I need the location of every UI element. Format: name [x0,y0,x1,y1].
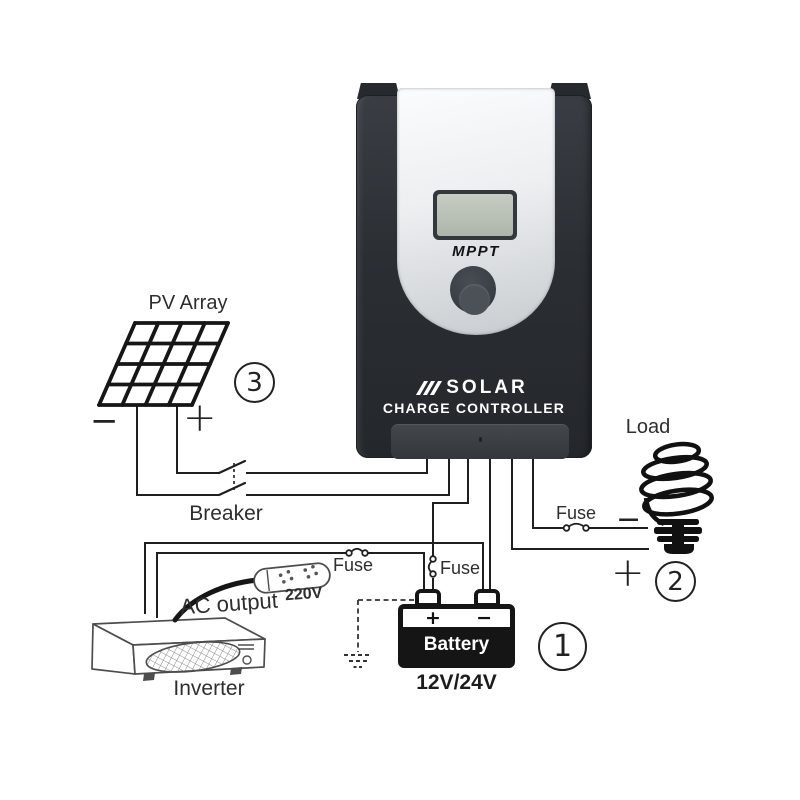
step-number-pv-text: 3 [246,367,263,398]
pv-minus-marker: − [90,401,119,441]
bulb-icon [639,441,714,554]
inverter-fuse-icon [345,547,369,557]
step-number-load-text: 2 [667,566,684,597]
battery-voltage-label: 12V/24V [416,671,497,694]
battery-polarity-band: + − [403,607,510,629]
mppt-label: MPPT [452,243,500,260]
terminal-cover-screw [479,437,482,442]
terminal-cover [391,424,569,459]
battery-icon: + − Battery [398,604,515,668]
load-fuse-label: Fuse [556,503,597,523]
battery-label: Battery [423,634,490,655]
brand-line2: CHARGE CONTROLLER [382,400,566,416]
lcd-display [433,190,517,240]
inverter-label: Inverter [173,677,245,700]
step-number-battery-text: 1 [552,629,573,664]
circuit-wires [136,405,649,618]
pv-plus-marker: + [183,395,217,441]
battery-plus-sign: + [425,607,441,629]
load-plus-marker: + [611,550,645,596]
power-strip-icon [253,562,331,594]
step-number-load: 2 [655,561,696,602]
battery-minus-sign: − [476,607,492,629]
charge-controller: MPPT SOLAR CHARGE CONTROLLER [356,83,592,459]
brand-line1: SOLAR [356,377,592,399]
lcd-screen [437,194,513,236]
power-cable [172,577,261,623]
inverter-icon [91,617,266,681]
load-label: Load [625,416,671,438]
battery-fuse-icon [427,555,437,578]
breaker-switch [217,459,247,497]
breaker-label: Breaker [189,502,263,525]
controller-button-cap [459,284,490,315]
load-minus-marker: − [616,502,642,537]
step-number-pv: 3 [234,362,275,403]
pv-array-panel [97,321,230,407]
inverter-fuse-label: Fuse [333,555,374,575]
pv-array-label: PV Array [148,292,228,314]
ground-symbol [344,599,414,668]
step-number-battery: 1 [538,622,587,671]
battery-fuse-label: Fuse [440,558,481,578]
ac-voltage-label: 220V [284,584,323,605]
inverter-vent-grille [145,641,241,673]
load-fuse-icon [562,522,590,532]
